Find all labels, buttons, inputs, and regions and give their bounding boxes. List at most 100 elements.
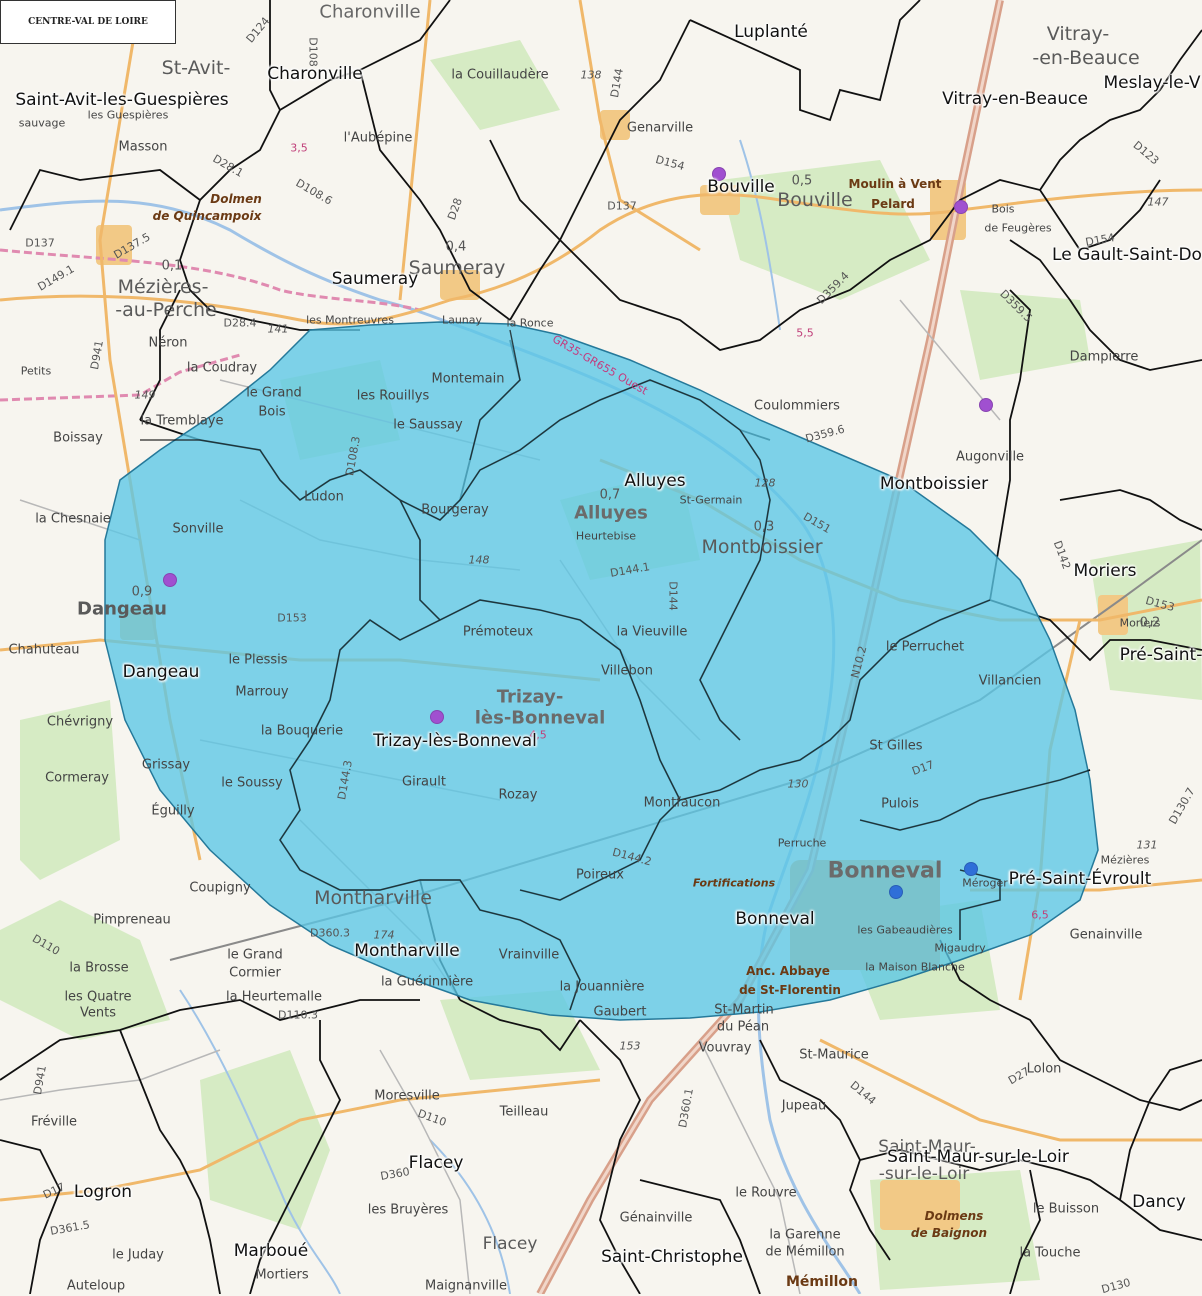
topo-label: Poireux [576, 867, 624, 883]
commune-label-luplante[interactable]: Luplanté [734, 22, 808, 42]
topo-label: la Tremblaye [140, 413, 224, 429]
topo-label: Genainville [1069, 927, 1143, 943]
topo-label: Ludon [304, 489, 344, 505]
topo-label: Maignanville [424, 1278, 508, 1294]
topo-label: Bouville [777, 189, 853, 211]
marker-meroger[interactable] [964, 862, 978, 876]
topo-label: la Chesnaie [35, 511, 111, 527]
topo-label: le Perruchet [885, 639, 965, 655]
commune-label-pre-saint-evroult[interactable]: Pré-Saint-Évroult [1008, 869, 1152, 889]
topo-label: le Rouvre [735, 1185, 797, 1201]
elevation-label: 0,1 [161, 258, 183, 274]
topo-label: Augonville [955, 449, 1025, 465]
road-label: D137 [25, 236, 55, 250]
topo-label: Cormier [229, 965, 281, 981]
topo-label: de St-Florentin [739, 983, 841, 997]
topo-label: la Couillaudère [451, 67, 549, 83]
topo-label: Coulommiers [754, 398, 840, 414]
topo-label: Grissay [141, 757, 191, 773]
landmark-dolmen: Dolmen [210, 192, 262, 206]
topo-label: St-Germain [679, 493, 743, 507]
topo-label: Saumeray [408, 257, 506, 279]
commune-label-bonneval[interactable]: Bonneval [735, 909, 815, 929]
topo-label: Rozay [498, 787, 538, 803]
topo-label: Bois [991, 202, 1015, 216]
road-label: D110.3 [278, 1008, 318, 1022]
elevation-label: 148 [468, 553, 490, 567]
commune-label-trizay[interactable]: Trizay-lès-Bonneval [373, 731, 537, 751]
topo-label: Dangeau [77, 598, 167, 620]
highlighted-area[interactable] [104, 321, 1099, 1021]
marker-bouville[interactable] [712, 167, 726, 181]
topo-label: la Brosse [69, 960, 129, 976]
commune-label-le-gault[interactable]: Le Gault-Saint-Do [1052, 245, 1202, 265]
topo-label: Génainville [619, 1210, 693, 1226]
topo-label: lès-Bonneval [474, 707, 606, 729]
topo-label: le Plessis [228, 652, 288, 668]
road-label: D137 [607, 199, 637, 213]
topo-label: Bonneval [827, 858, 943, 884]
topo-label: Coupigny [189, 880, 251, 896]
marker-dangeau[interactable] [163, 573, 177, 587]
commune-label-meslay[interactable]: Meslay-le-V [1103, 73, 1201, 93]
topo-label: Montfaucon [643, 795, 721, 811]
contour-label: 3,5 [290, 141, 308, 155]
topo-label: le Soussy [221, 775, 283, 791]
commune-label-bouville[interactable]: Bouville [707, 177, 775, 197]
commune-label-dancy[interactable]: Dancy [1132, 1192, 1186, 1212]
commune-label-dangeau[interactable]: Dangeau [122, 662, 200, 682]
marker-augonville[interactable] [979, 398, 993, 412]
road-label: D153 [277, 611, 307, 625]
topo-label: la Coudray [186, 360, 258, 376]
topo-label: Prémoteux [462, 624, 534, 640]
commune-label-saint-christophe[interactable]: Saint-Christophe [601, 1247, 743, 1267]
topo-label: les Quatre [64, 989, 132, 1005]
commune-label-logron[interactable]: Logron [73, 1182, 133, 1202]
commune-label-alluyes[interactable]: Alluyes [624, 471, 686, 491]
marker-vitray[interactable] [954, 200, 968, 214]
topo-label: Mézières- [117, 276, 209, 298]
topo-label: le Buisson [1032, 1201, 1100, 1217]
topo-label: Vents [80, 1005, 116, 1021]
commune-label-moriers[interactable]: Moriers [1073, 561, 1137, 581]
topo-label: Mortiers [255, 1267, 309, 1283]
commune-label-flacey[interactable]: Flacey [408, 1153, 464, 1173]
topo-label: Flacey [482, 1234, 538, 1254]
topo-label: Cormeray [45, 770, 109, 786]
road-label: D360.3 [310, 926, 350, 940]
road-label: D28.4 [223, 316, 257, 330]
topo-label: la Heurtemalle [225, 989, 323, 1005]
marker-bonneval[interactable] [889, 885, 903, 899]
topo-label: le Juday [112, 1247, 164, 1263]
topo-label: la Garenne [769, 1227, 841, 1243]
topo-label: Genarville [626, 120, 694, 136]
commune-label-saint-maur[interactable]: Saint-Maur-sur-le-Loir [887, 1147, 1069, 1167]
commune-label-montboissier[interactable]: Montboissier [879, 474, 989, 494]
topo-label: Launay [441, 313, 483, 327]
topo-label: Mézières [1100, 853, 1150, 867]
contour-label: 6,5 [1031, 908, 1049, 922]
topo-label: du Péan [716, 1019, 770, 1035]
marker-trizay[interactable] [430, 710, 444, 724]
topo-label: St-Maurice [799, 1047, 869, 1063]
commune-label-pre-saint-partial[interactable]: Pré-Saint- [1119, 645, 1202, 665]
topo-label: Masson [118, 139, 168, 155]
topo-label: Montboissier [701, 536, 823, 558]
inner-borders [140, 329, 1091, 1011]
commune-label-charonville[interactable]: Charonville [267, 64, 363, 84]
topo-label: les Gabeaudières [857, 923, 953, 937]
topo-label: Sonville [172, 521, 224, 537]
topo-label: la Jouannière [559, 979, 645, 995]
commune-label-montharville[interactable]: Montharville [354, 941, 460, 961]
commune-label-vitray[interactable]: Vitray-en-Beauce [942, 89, 1088, 109]
contour-label: 4,5 [529, 728, 547, 742]
commune-label-marboue[interactable]: Marboué [233, 1241, 309, 1261]
topo-label: St Gilles [869, 738, 923, 754]
commune-label-saint-avit[interactable]: Saint-Avit-les-Guespières [15, 90, 229, 110]
topo-label: Alluyes [574, 502, 648, 524]
commune-label-saumeray[interactable]: Saumeray [331, 269, 419, 289]
region-label-box: CENTRE-VAL DE LOIRE [0, 0, 176, 44]
topo-label: Teilleau [499, 1104, 549, 1120]
